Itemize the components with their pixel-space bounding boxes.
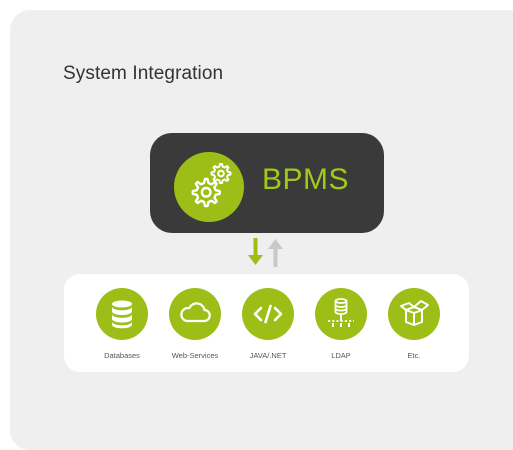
system-label: LDAP bbox=[331, 351, 351, 360]
bpms-label: BPMS bbox=[262, 163, 350, 196]
code-icon bbox=[242, 288, 294, 340]
system-label: Etc. bbox=[407, 351, 421, 360]
system-item-ldap: LDAP bbox=[306, 288, 376, 360]
database-icon bbox=[96, 288, 148, 340]
page-title: System Integration bbox=[63, 63, 224, 84]
system-label: Web-Services bbox=[171, 351, 219, 360]
open-box-icon bbox=[388, 288, 440, 340]
system-item-web-services: Web-Services bbox=[160, 288, 230, 360]
ldap-network-icon bbox=[315, 288, 367, 340]
system-item-java-net: JAVA/.NET bbox=[233, 288, 303, 360]
gears-icon bbox=[174, 152, 244, 222]
system-item-databases: Databases bbox=[87, 288, 157, 360]
cloud-icon bbox=[169, 288, 221, 340]
sync-arrows bbox=[244, 238, 290, 268]
system-label: JAVA/.NET bbox=[249, 351, 287, 360]
arrow-down-icon bbox=[248, 238, 263, 265]
system-label: Databases bbox=[104, 351, 140, 360]
arrow-up-icon bbox=[268, 239, 283, 267]
system-item-etc: Etc. bbox=[379, 288, 449, 360]
